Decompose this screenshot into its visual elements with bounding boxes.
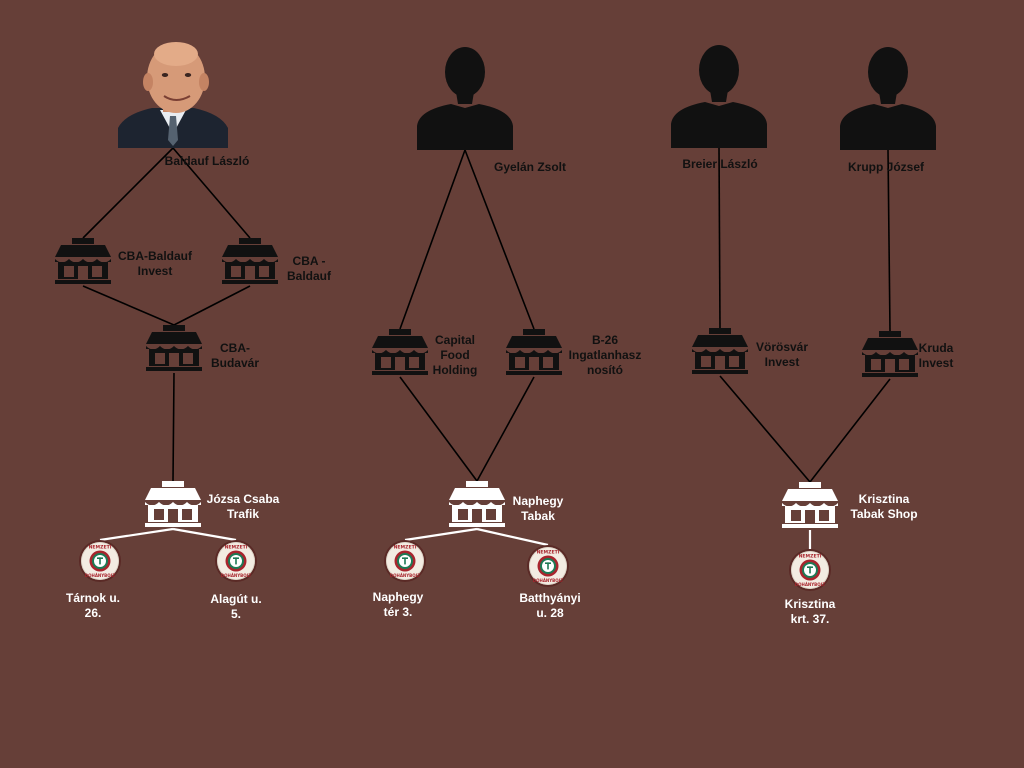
store-icon <box>862 331 918 377</box>
stamp-text-top: NEMZETI <box>537 550 560 556</box>
node-label-naphegy-tabak: Naphegy Tabak <box>512 494 564 523</box>
edge-baldauf_laszlo-to-cba_baldauf <box>172 147 251 239</box>
store-icon <box>222 238 278 284</box>
edge-cba_baldauf-to-cba_budavar <box>173 285 251 326</box>
stamp-text-top: NEMZETI <box>394 545 417 551</box>
edge-jozsa_csaba_trafik-to-tarnok_u_26 <box>99 527 174 542</box>
node-label-gyelan-zsolt: Gyelán Zsolt <box>493 160 567 174</box>
edge-kruda_invest-to-krisztina_tabak_shop <box>809 378 891 483</box>
node-label-krisztina-krt-37: Krisztina krt. 37. <box>784 597 836 626</box>
node-label-naphegy-ter-3: Naphegy tér 3. <box>372 590 424 619</box>
edge-cba_budavar-to-jozsa_csaba_trafik <box>172 372 175 482</box>
edge-capital_food_holding-to-naphegy_tabak <box>399 376 478 482</box>
edge-cba_baldauf_invest-to-cba_budavar <box>82 285 175 326</box>
person-silhouette-icon <box>417 47 513 150</box>
stamp-text-top: NEMZETI <box>799 554 822 560</box>
edge-naphegy_tabak-to-naphegy_ter_3 <box>404 527 478 542</box>
store-icon <box>692 328 748 374</box>
nemzeti-dohanybolt-icon: NEMZETI DOHÁNYBOLT <box>383 539 427 583</box>
node-label-capital-food-holding: Capital Food Holding <box>432 333 478 377</box>
person-photo-icon <box>118 42 228 148</box>
node-label-breier-laszlo: Breier László <box>682 157 758 171</box>
person-silhouette-icon <box>671 45 767 148</box>
node-label-baldauf-laszlo: Baldauf László <box>164 154 250 168</box>
nemzeti-dohanybolt-icon: NEMZETI DOHÁNYBOLT <box>526 544 570 588</box>
node-label-tarnok-u-26: Tárnok u. 26. <box>65 591 121 620</box>
nemzeti-dohanybolt-icon: NEMZETI DOHÁNYBOLT <box>788 548 832 592</box>
stamp-text-bottom: DOHÁNYBOLT <box>221 573 252 578</box>
edge-baldauf_laszlo-to-cba_baldauf_invest <box>82 147 174 239</box>
edge-vorosvar_invest-to-krisztina_tabak_shop <box>719 375 811 483</box>
node-label-alagut-u-5: Alagút u. 5. <box>210 592 262 621</box>
person-silhouette-icon <box>840 47 936 150</box>
nemzeti-dohanybolt-icon: NEMZETI DOHÁNYBOLT <box>78 539 122 583</box>
white-store-icon <box>449 481 505 527</box>
node-label-krupp-jozsef: Krupp József <box>847 160 925 174</box>
nemzeti-dohanybolt-icon: NEMZETI DOHÁNYBOLT <box>214 539 258 583</box>
stamp-text-bottom: DOHÁNYBOLT <box>390 573 421 578</box>
stamp-text-bottom: DOHÁNYBOLT <box>795 582 826 587</box>
node-label-cba-baldauf: CBA - Baldauf <box>286 254 332 283</box>
node-label-cba-budavar: CBA- Budavár <box>210 341 260 370</box>
edge-b26_ingatlan-to-naphegy_tabak <box>476 376 535 482</box>
edge-krupp_jozsef-to-kruda_invest <box>887 149 891 332</box>
stamp-text-bottom: DOHÁNYBOLT <box>533 578 564 583</box>
store-icon <box>372 329 428 375</box>
white-store-icon <box>782 482 838 528</box>
edge-jozsa_csaba_trafik-to-alagut_u_5 <box>172 527 237 542</box>
node-label-batthyanyi-u-28: Batthyányi u. 28 <box>519 591 581 620</box>
stamp-text-top: NEMZETI <box>225 545 248 551</box>
node-label-krisztina-tabak-shop: Krisztina Tabak Shop <box>850 492 918 521</box>
store-icon <box>55 238 111 284</box>
node-label-b26-ingatlan: B-26 Ingatlanhasz nosító <box>568 333 642 377</box>
node-label-jozsa-csaba-trafik: Józsa Csaba Trafik <box>206 492 280 521</box>
white-store-icon <box>145 481 201 527</box>
edge-gyelan_zsolt-to-capital_food_holding <box>399 149 466 330</box>
stamp-text-top: NEMZETI <box>89 545 112 551</box>
edge-naphegy_tabak-to-batthyanyi_u_28 <box>476 527 549 547</box>
node-label-vorosvar-invest: Vörösvár Invest <box>755 340 809 369</box>
edge-breier_laszlo-to-vorosvar_invest <box>718 147 721 329</box>
node-label-kruda-invest: Kruda Invest <box>918 341 954 370</box>
edge-gyelan_zsolt-to-b26_ingatlan <box>464 149 535 330</box>
stamp-text-bottom: DOHÁNYBOLT <box>85 573 116 578</box>
node-label-cba-baldauf-invest: CBA-Baldauf Invest <box>118 249 192 278</box>
store-icon <box>506 329 562 375</box>
store-icon <box>146 325 202 371</box>
